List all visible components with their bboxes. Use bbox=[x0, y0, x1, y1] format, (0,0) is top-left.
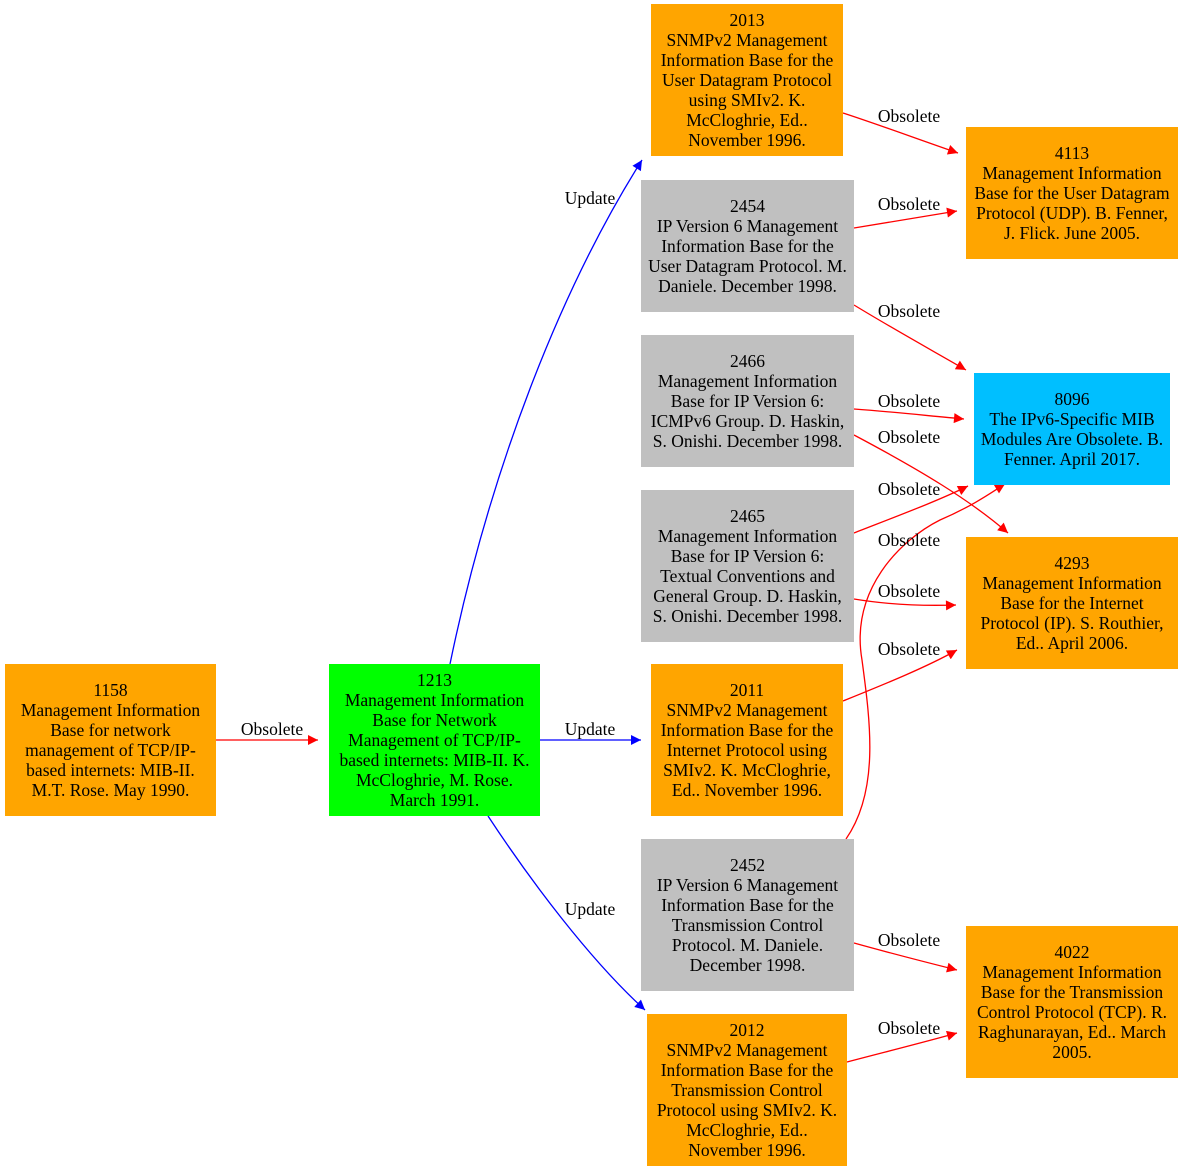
rfc-title: Management Information Base for IP Versi… bbox=[652, 526, 843, 626]
edge-label: Obsolete bbox=[878, 427, 940, 447]
edge-line bbox=[853, 942, 958, 973]
rfc-number: 1158 bbox=[93, 680, 128, 700]
edge-label: Update bbox=[565, 188, 616, 208]
edge-2454-to-8096: Obsolete bbox=[853, 301, 967, 371]
edge-2013-to-4113: Obsolete bbox=[842, 106, 959, 155]
edge-line bbox=[842, 112, 959, 155]
rfc-title: Management Information Base for the Inte… bbox=[980, 573, 1164, 653]
rfc-number: 8096 bbox=[1054, 389, 1090, 409]
edge-2454-to-4113: Obsolete bbox=[853, 194, 958, 229]
edge-line bbox=[853, 434, 1009, 534]
rfc-number: 2013 bbox=[729, 10, 765, 30]
edge-1213-to-2013: Update bbox=[449, 159, 643, 665]
edge-2452-to-8096: Obsolete bbox=[845, 483, 1006, 840]
edge-line bbox=[842, 649, 958, 702]
rfc-title: IP Version 6 Management Information Base… bbox=[648, 216, 847, 296]
rfc-number: 2011 bbox=[729, 680, 765, 700]
rfc-number: 2465 bbox=[730, 506, 765, 526]
edge-label: Obsolete bbox=[878, 301, 940, 321]
rfc-number: 2452 bbox=[730, 855, 765, 875]
edge-line bbox=[853, 408, 965, 424]
edge-line bbox=[853, 485, 969, 534]
edge-label: Obsolete bbox=[878, 106, 940, 126]
edge-line bbox=[853, 207, 958, 229]
edge-label: Obsolete bbox=[878, 530, 940, 550]
edge-1213-to-2011: Update bbox=[540, 719, 641, 745]
rfc-number: 2466 bbox=[730, 351, 765, 371]
edge-1213-to-2012: Update bbox=[487, 815, 646, 1011]
edge-label: Obsolete bbox=[878, 581, 940, 601]
edge-label: Obsolete bbox=[878, 1018, 940, 1038]
edge-label: Obsolete bbox=[878, 639, 940, 659]
edge-line bbox=[853, 598, 957, 611]
edge-label: Obsolete bbox=[878, 479, 940, 499]
edge-2011-to-4293: Obsolete bbox=[842, 639, 958, 702]
edge-line bbox=[853, 304, 967, 371]
rfc-number: 4113 bbox=[1054, 143, 1090, 163]
edge-2466-to-8096: Obsolete bbox=[853, 391, 965, 424]
rfc-title: Management Information Base for Network … bbox=[339, 690, 530, 810]
edge-2466-to-4293: Obsolete bbox=[853, 427, 1009, 534]
edge-label: Obsolete bbox=[878, 391, 940, 411]
edge-line bbox=[487, 815, 646, 1011]
edge-2452-to-4022: Obsolete bbox=[853, 930, 958, 973]
edge-label: Obsolete bbox=[241, 719, 303, 739]
rfc-number: 1213 bbox=[417, 670, 452, 690]
edge-2465-to-4293: Obsolete bbox=[853, 581, 957, 611]
rfc-title: Management Information Base for the User… bbox=[974, 163, 1170, 243]
rfc-number: 4293 bbox=[1054, 553, 1090, 573]
rfc-title: SNMPv2 Management Information Base for t… bbox=[660, 30, 834, 150]
rfc-title: Management Information Base for IP Versi… bbox=[650, 371, 845, 451]
edge-line bbox=[449, 159, 643, 665]
edge-2012-to-4022: Obsolete bbox=[846, 1018, 958, 1063]
edge-label: Obsolete bbox=[878, 194, 940, 214]
edge-2465-to-8096: Obsolete bbox=[853, 479, 969, 534]
rfc-number: 4022 bbox=[1054, 942, 1090, 962]
edge-label: Update bbox=[565, 719, 616, 739]
edge-label: Update bbox=[565, 899, 616, 919]
rfc-number: 2454 bbox=[730, 196, 765, 216]
edge-line bbox=[846, 1030, 958, 1063]
rfc-title: Management Information Base for network … bbox=[20, 700, 201, 800]
rfc-title: The IPv6-Specific MIB Modules Are Obsole… bbox=[980, 409, 1164, 469]
rfc-title: SNMPv2 Management Information Base for t… bbox=[660, 700, 834, 800]
rfc-number: 2012 bbox=[729, 1020, 765, 1040]
rfc-title: IP Version 6 Management Information Base… bbox=[656, 875, 839, 975]
edge-line bbox=[845, 483, 1006, 840]
rfc-title: SNMPv2 Management Information Base for t… bbox=[656, 1040, 838, 1160]
edge-1158-to-1213: Obsolete bbox=[216, 719, 318, 745]
edge-label: Obsolete bbox=[878, 930, 940, 950]
rfc-title: Management Information Base for the Tran… bbox=[976, 962, 1168, 1062]
